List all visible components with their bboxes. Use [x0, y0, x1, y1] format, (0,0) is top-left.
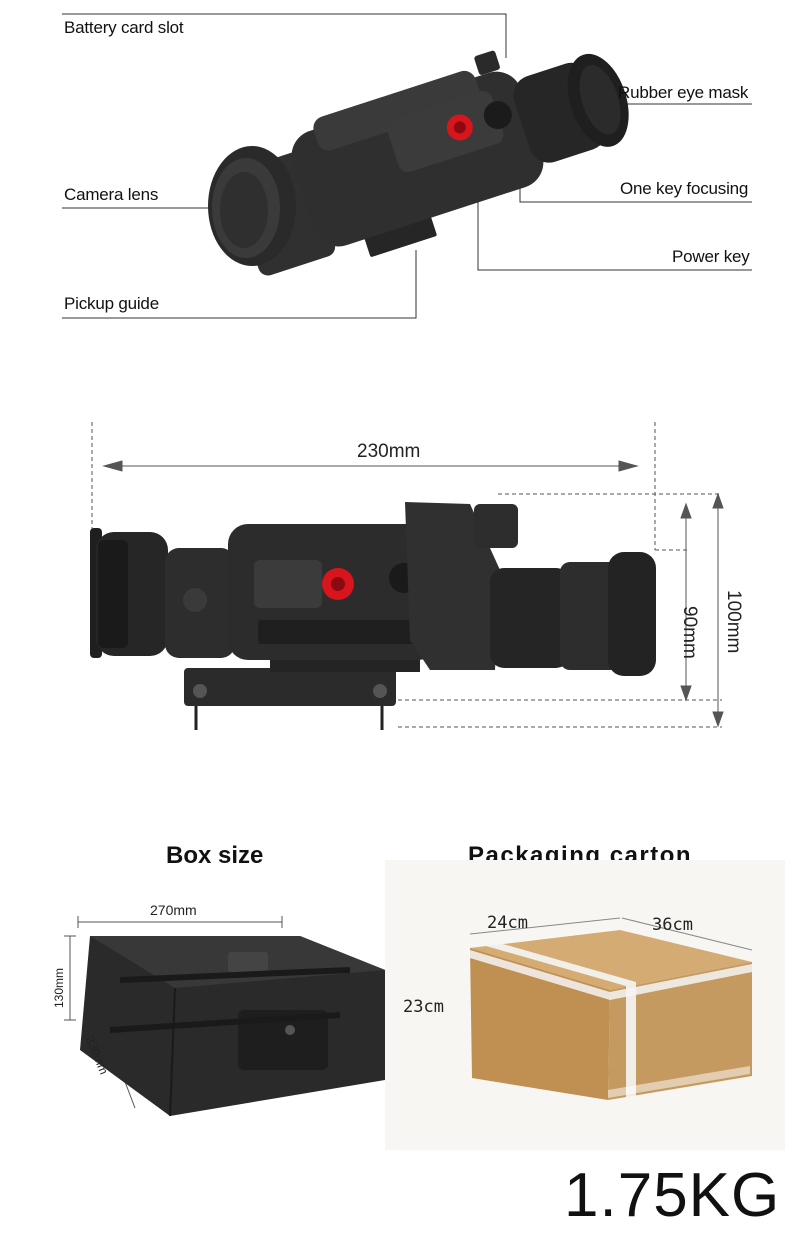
label-power-key: Power key [672, 247, 750, 266]
carton-illustration [469, 917, 753, 1100]
total-height-dimension: 100mm [723, 590, 744, 654]
label-one-key-focusing: One key focusing [620, 179, 749, 198]
body-height-dimension: 90mm [679, 606, 700, 659]
box-size-title: Box size [166, 842, 264, 869]
label-rubber-eye-mask: Rubber eye mask [618, 83, 749, 102]
carton-dim-a: 24cm [487, 913, 528, 933]
box-width-dimension: 270mm [150, 902, 197, 918]
product-weight: 1.75KG [564, 1161, 781, 1230]
label-camera-lens: Camera lens [64, 185, 159, 204]
box-height-dimension: 130mm [52, 967, 66, 1008]
length-dimension: 230mm [357, 441, 421, 462]
scope-illustration [62, 13, 752, 319]
labelled-scope-diagram: Battery card slot Camera lens Pickup gui… [0, 0, 800, 340]
hard-case-illustration [64, 916, 385, 1117]
carton-dim-b: 36cm [652, 915, 693, 935]
packaging-carton-section: Packaging carton 24cm 36cm 23cm [385, 830, 800, 1150]
label-pickup-guide: Pickup guide [64, 294, 159, 313]
scope-side-view [90, 422, 724, 730]
dimension-diagram: 230mm 90mm 100mm [0, 400, 800, 750]
box-size-section: Box size 270mm 130mm 230mm [0, 830, 400, 1120]
label-battery-card-slot: Battery card slot [64, 18, 184, 37]
carton-dim-c: 23cm [403, 997, 444, 1017]
